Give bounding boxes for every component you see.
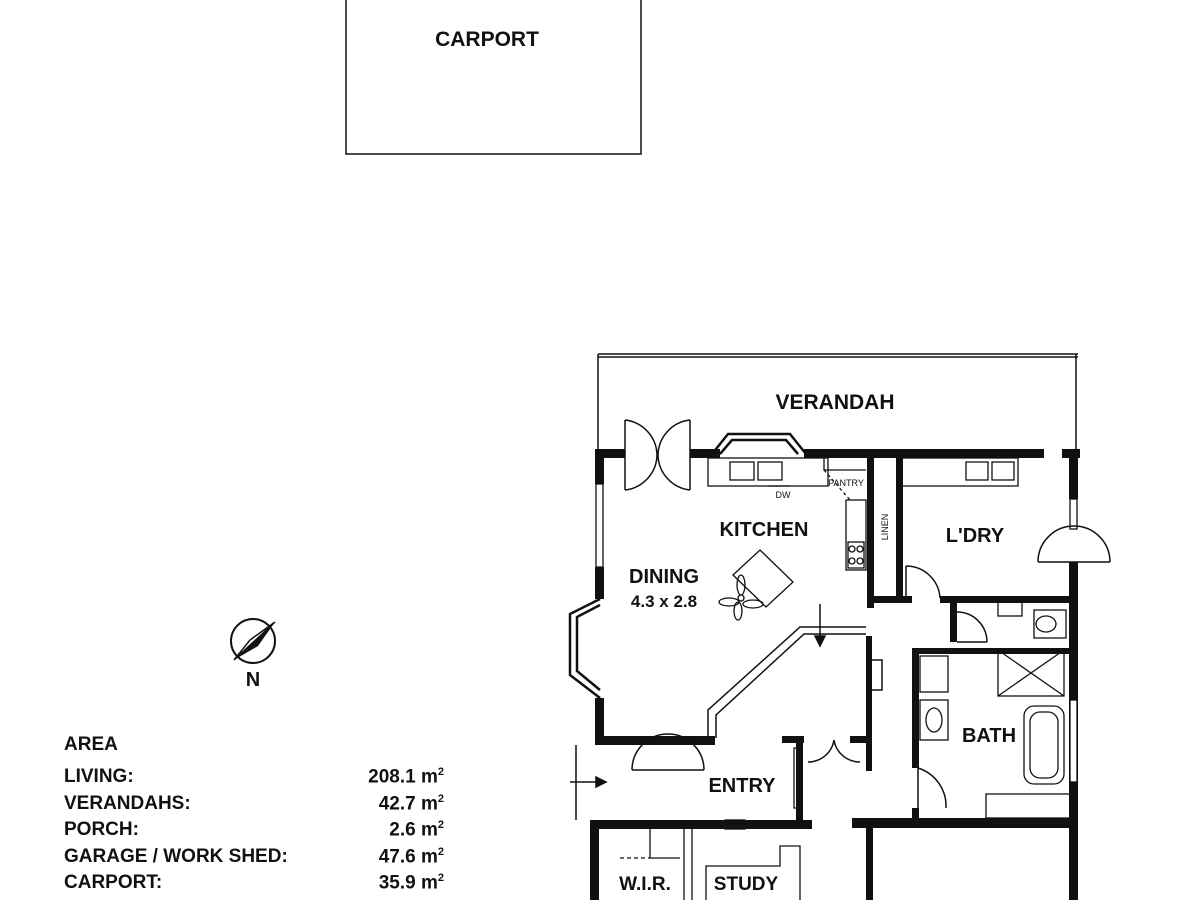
area-unit-sup: 2 (437, 845, 444, 858)
area-row-label: LIVING: (64, 766, 134, 787)
room-label-carport: CARPORT (435, 28, 539, 51)
fixture-label-linen: LINEN (880, 514, 890, 541)
area-row: VERANDAHS: 42.7 m2 (64, 793, 444, 820)
doors (624, 419, 1111, 809)
carport-outline (345, 0, 642, 155)
exterior-walls (590, 449, 1080, 900)
ceiling-fan-icon (718, 574, 764, 621)
room-label-dining: DINING (629, 566, 699, 588)
area-row-value: 208.1 m (368, 766, 438, 788)
bay-window (568, 597, 601, 699)
lower-rooms (620, 747, 803, 900)
interior-walls (666, 458, 1074, 900)
area-row: LIVING: 208.1 m2 (64, 766, 444, 793)
room-label-wir: W.I.R. (619, 874, 671, 895)
area-row: GARAGE / WORK SHED: 47.6 m2 (64, 846, 444, 873)
area-unit-sup: 2 (437, 766, 444, 778)
area-row-value-wrap: 2.6 m2 (389, 819, 444, 846)
area-unit-sup: 2 (437, 792, 444, 805)
north-compass-icon (230, 618, 276, 664)
kitchen-fixtures (707, 457, 1019, 608)
room-label-kitchen: KITCHEN (720, 519, 809, 541)
area-row-label: CARPORT: (64, 872, 163, 893)
area-row-value: 35.9 m (378, 872, 438, 894)
area-row-value: 2.6 m (389, 819, 438, 841)
windows (595, 483, 1078, 830)
area-title: AREA (64, 734, 118, 755)
area-row-label: GARAGE / WORK SHED: (64, 845, 288, 867)
verandah-outline (597, 353, 1078, 452)
area-row-value-wrap: 47.6 m2 (379, 846, 444, 873)
area-row-value: 42.7 m (378, 792, 438, 814)
area-row: PORCH: 2.6 m2 (64, 819, 444, 846)
area-row-label: PORCH: (64, 819, 139, 840)
compass-north-label: N (246, 669, 260, 691)
room-label-study: STUDY (714, 874, 779, 895)
area-unit-sup: 2 (437, 819, 444, 831)
area-row-value-wrap: 42.7 m2 (379, 793, 444, 820)
entry-arrows (570, 604, 827, 820)
area-row-value-wrap: 208.1 m2 (368, 766, 444, 793)
kitchen-bay (711, 432, 807, 455)
bath-fixtures (919, 601, 1071, 819)
fixture-label-pantry: PANTRY (828, 478, 864, 488)
area-table: AREA LIVING: 208.1 m2 VERANDAHS: 42.7 m2… (64, 734, 444, 899)
area-row-value-wrap: 35.9 m2 (379, 872, 444, 899)
dining-half-wall (707, 626, 866, 738)
room-size-dining: 4.3 x 2.8 (631, 592, 697, 611)
room-label-entry: ENTRY (708, 775, 776, 797)
area-row-label: VERANDAHS: (64, 792, 191, 814)
room-label-laundry: L'DRY (946, 525, 1005, 547)
area-unit-sup: 2 (437, 872, 444, 884)
fixture-label-dw: DW (776, 490, 791, 500)
area-row: CARPORT: 35.9 m2 (64, 872, 444, 899)
area-row-value: 47.6 m (378, 845, 438, 867)
room-label-bath: BATH (962, 725, 1016, 747)
room-label-verandah: VERANDAH (775, 391, 894, 414)
